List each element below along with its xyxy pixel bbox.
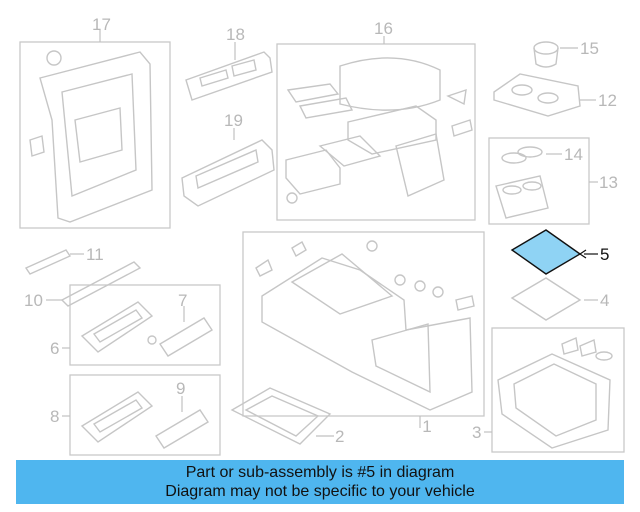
callout-10: 10 [24, 291, 43, 310]
callout-18: 18 [226, 25, 245, 44]
callout-14: 14 [564, 145, 583, 164]
part-1-console [242, 231, 485, 428]
callout-19: 19 [224, 111, 243, 130]
callout-1: 1 [422, 417, 431, 436]
callout-13: 13 [599, 173, 618, 192]
callout-2: 2 [335, 427, 344, 446]
part-8-9-group [62, 374, 221, 456]
callout-5: 5 [600, 245, 609, 264]
part-17-bezel [19, 30, 171, 229]
banner-line-1: Part or sub-assembly is #5 in diagram [185, 464, 455, 481]
part-4-pad [510, 277, 598, 321]
part-18-switch-trim [185, 42, 273, 101]
part-19-trim [181, 128, 275, 207]
parts-diagram: 1 2 3 4 5 6 7 8 9 10 11 12 13 14 15 16 1… [19, 15, 625, 456]
callout-16: 16 [374, 19, 393, 38]
part-15-cup-insert [533, 41, 578, 68]
callout-8: 8 [50, 407, 59, 426]
part-13-14-cupholder-group [488, 137, 598, 225]
part-6-7-group [62, 284, 221, 366]
callout-11: 11 [86, 245, 104, 264]
part-16-armrest-lid [276, 36, 476, 221]
part-10-strip [46, 261, 142, 307]
banner-line-2: Diagram may not be specific to your vehi… [165, 483, 475, 500]
part-12-cup-tray [493, 73, 596, 117]
callout-6: 6 [50, 339, 59, 358]
callout-3: 3 [472, 423, 481, 442]
callout-7: 7 [178, 291, 187, 310]
callout-12: 12 [598, 91, 617, 110]
info-banner: Part or sub-assembly is #5 in diagram Di… [16, 460, 624, 504]
callout-9: 9 [176, 379, 185, 398]
part-11-strip [24, 249, 84, 275]
callout-15: 15 [580, 39, 599, 58]
callout-17: 17 [92, 15, 111, 34]
part-5-pad-highlighted [510, 229, 598, 275]
callout-4: 4 [600, 291, 609, 310]
part-3-storage-bin [484, 327, 625, 453]
